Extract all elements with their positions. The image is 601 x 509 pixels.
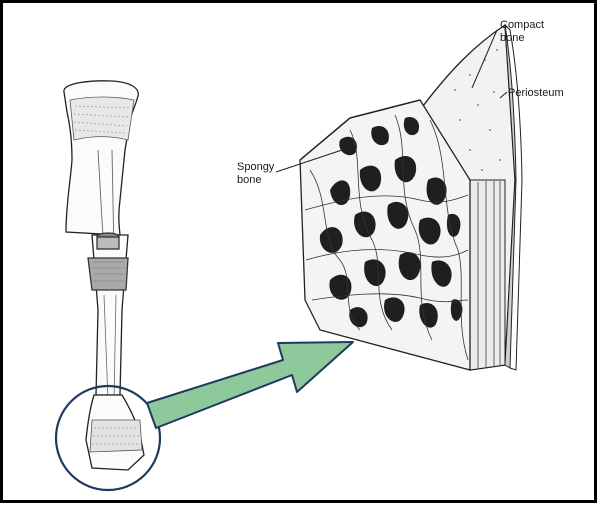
periosteum-label: Periosteum bbox=[508, 87, 564, 99]
compact-bone-label-line1: Compact bbox=[500, 19, 544, 31]
spongy-bone-label-line2: bone bbox=[237, 174, 261, 186]
spongy-bone-label-line1: Spongy bbox=[237, 161, 275, 173]
compact-bone-label-line2: bone bbox=[500, 32, 524, 44]
